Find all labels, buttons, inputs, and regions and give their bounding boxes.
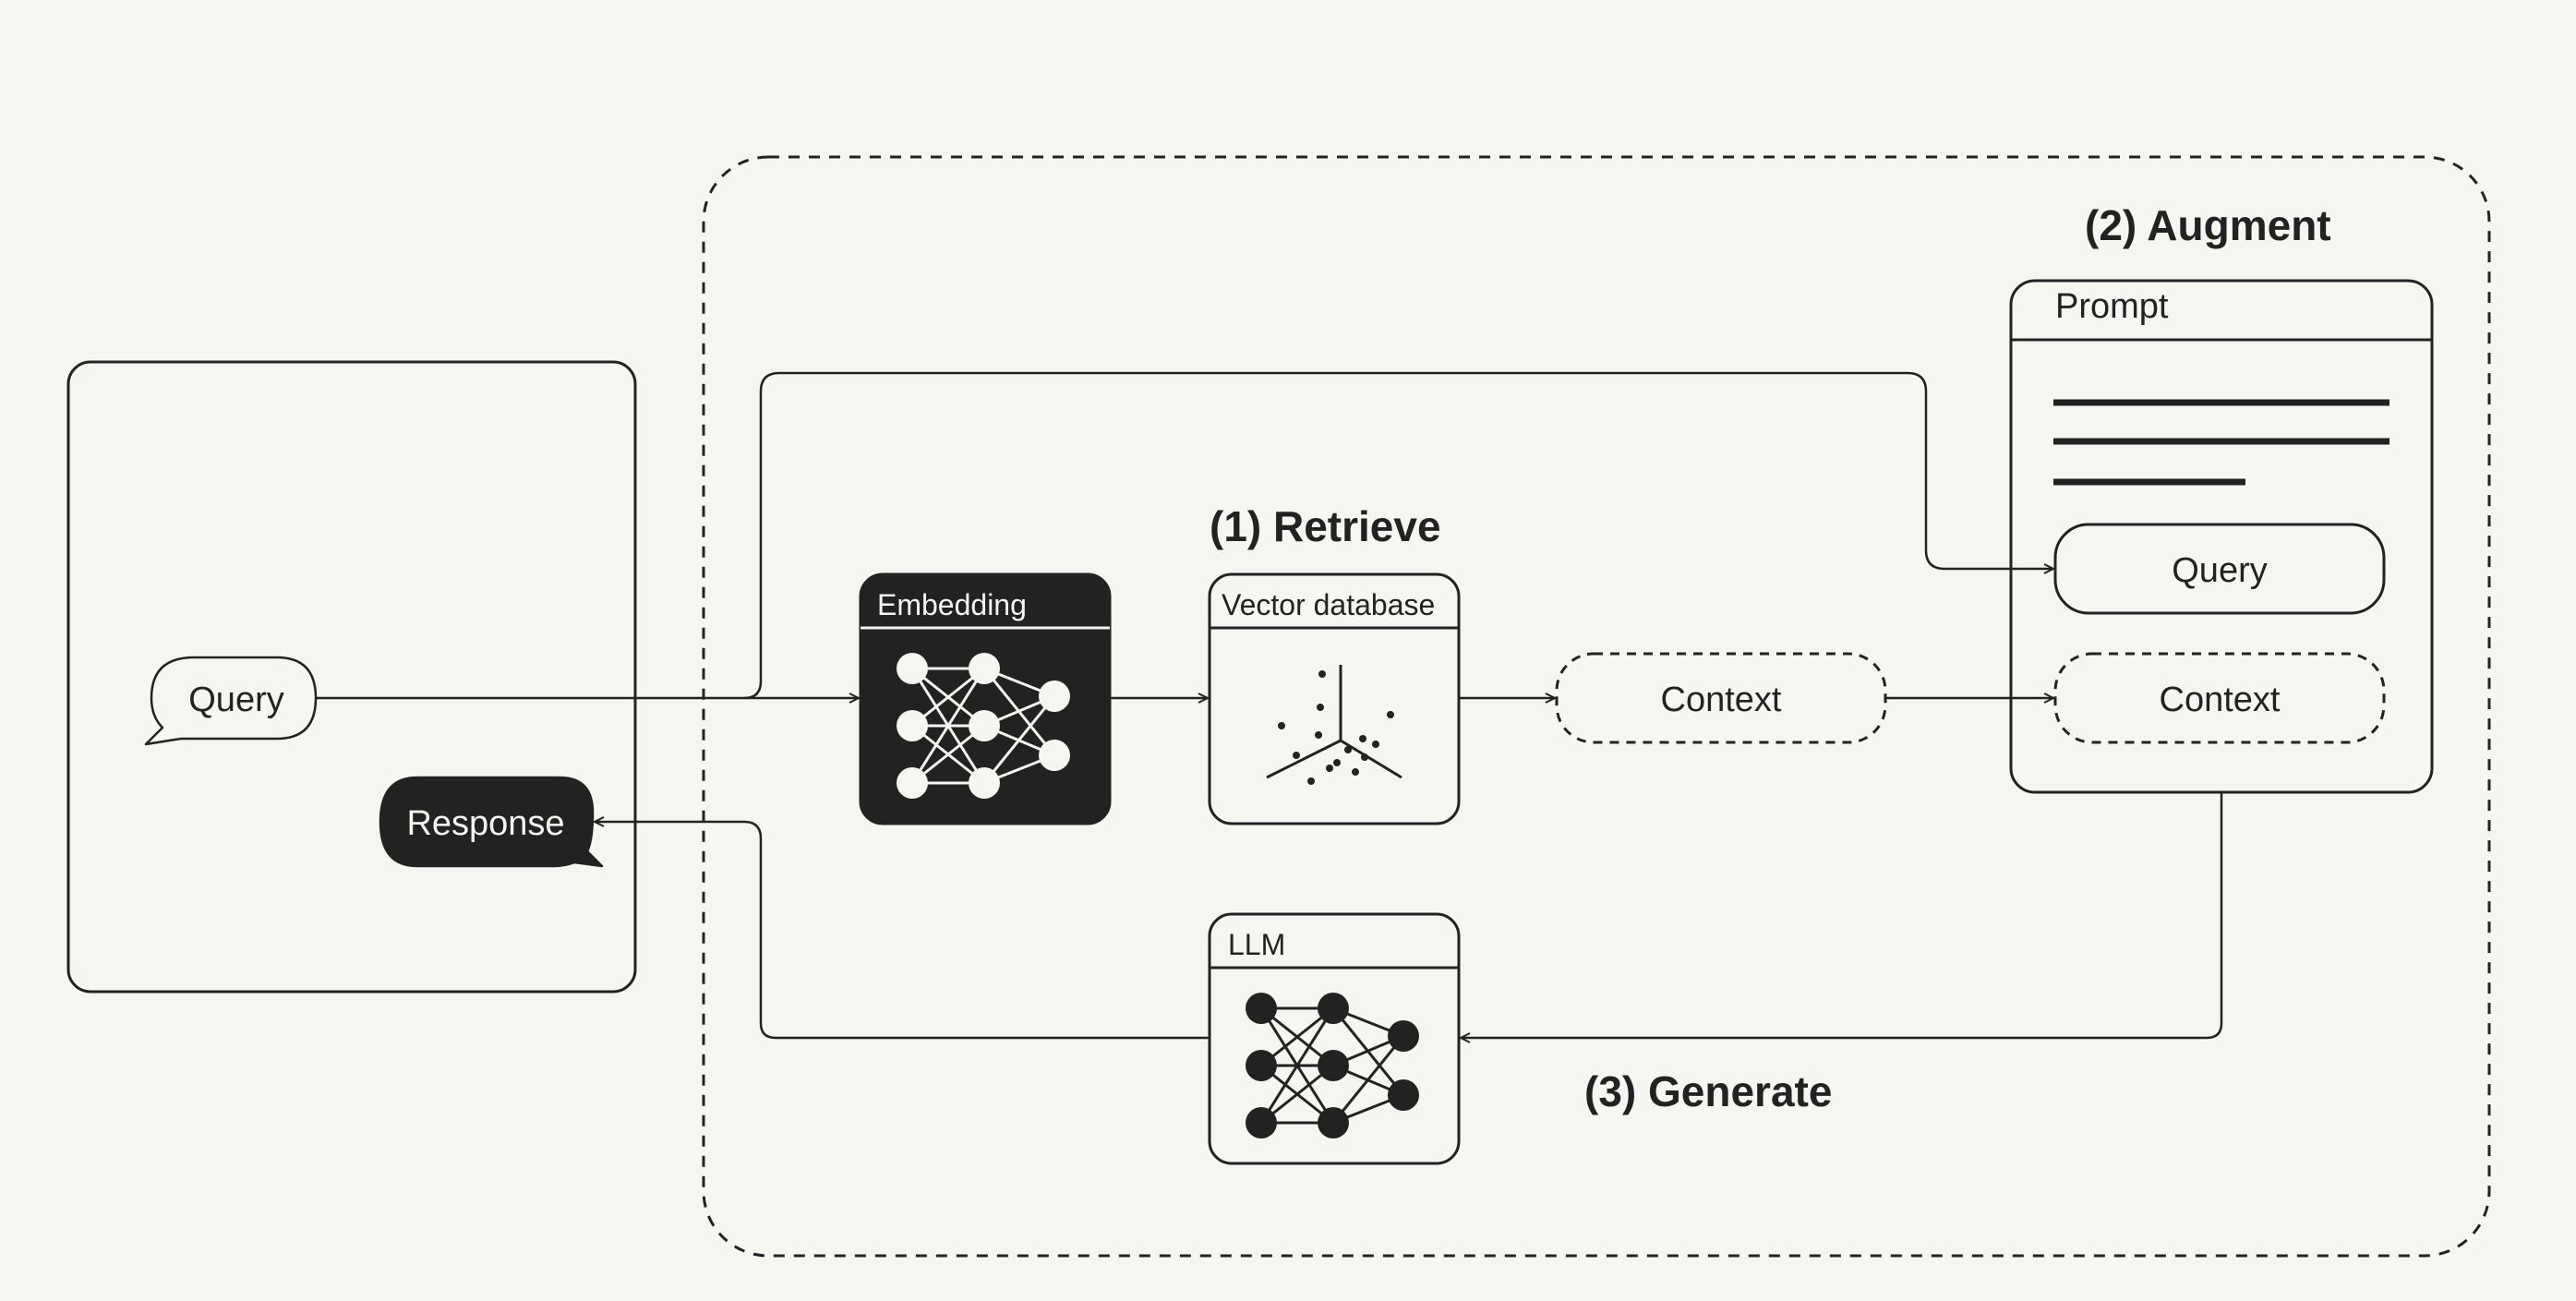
network-edge: [1331, 1035, 1405, 1124]
vector-space-icon: [1266, 665, 1402, 785]
vector-database-label: Vector database: [1222, 588, 1435, 621]
network-node: [897, 710, 928, 741]
llm-network-icon: [1246, 993, 1419, 1138]
prompt-box: Prompt Query Context: [2009, 279, 2434, 794]
prompt-title: Prompt: [2055, 287, 2169, 326]
network-node: [969, 653, 1000, 684]
llm-box: LLM: [1208, 912, 1461, 1165]
network-node: [1246, 1050, 1277, 1081]
network-node: [969, 767, 1000, 799]
vector-point: [1315, 731, 1322, 739]
client-query-label: Query: [188, 681, 283, 719]
prompt-query-slot: [2053, 523, 2386, 615]
network-edge: [1259, 1007, 1335, 1124]
embedding-label: Embedding: [877, 588, 1027, 621]
vector-point: [1359, 735, 1366, 742]
network-node: [1246, 993, 1277, 1024]
response-bubble: Response: [379, 776, 604, 868]
step-augment-label: (2) Augment: [2085, 201, 2331, 249]
client-response-label: Response: [406, 804, 564, 843]
vector-point: [1344, 746, 1352, 753]
prompt-context-slot: [2053, 652, 2386, 744]
network-node: [1246, 1107, 1277, 1138]
vector-point: [1278, 722, 1285, 729]
network-node: [1039, 681, 1070, 712]
step-retrieve-label: (1) Retrieve: [1210, 502, 1441, 550]
prompt-context-label: Context: [2160, 681, 2281, 719]
connectors: [316, 371, 2223, 1040]
retrieved-context-label: Context: [1661, 681, 1782, 719]
vector-point: [1326, 765, 1333, 772]
embedding-box: Embedding: [859, 572, 1112, 825]
retrieved-context-box: Context: [1555, 652, 1887, 744]
step-generate-label: (3) Generate: [1584, 1067, 1832, 1115]
vector-point: [1333, 759, 1341, 766]
network-node: [969, 710, 1000, 741]
vector-point: [1318, 670, 1326, 678]
prompt-query-label: Query: [2172, 551, 2267, 590]
network-node: [1318, 1050, 1349, 1081]
query-bubble: Query: [144, 656, 318, 746]
rag-system-boundary: [702, 155, 2491, 1258]
network-node: [1039, 740, 1070, 771]
llm-label: LLM: [1228, 928, 1285, 961]
vector-point: [1352, 768, 1359, 776]
vector-point: [1361, 753, 1368, 761]
embedding-network-icon: [897, 653, 1070, 799]
vector-point: [1387, 711, 1394, 718]
network-node: [1388, 1020, 1419, 1052]
arrow-query-to-prompt: [743, 371, 2053, 700]
network-node: [897, 653, 928, 684]
network-node: [1388, 1079, 1419, 1111]
vector-point: [1307, 777, 1315, 785]
arrow-llm-to-response: [595, 822, 1210, 1040]
network-edge: [910, 668, 986, 784]
vector-point: [1372, 741, 1379, 748]
client-box: [66, 360, 637, 994]
network-node: [1318, 993, 1349, 1024]
vector-point: [1293, 752, 1300, 759]
vector-database-box: Vector database: [1208, 572, 1461, 825]
network-edge: [982, 695, 1056, 784]
vector-point: [1317, 704, 1324, 711]
network-node: [1318, 1107, 1349, 1138]
network-node: [897, 767, 928, 799]
arrow-prompt-to-llm: [1461, 792, 2223, 1038]
